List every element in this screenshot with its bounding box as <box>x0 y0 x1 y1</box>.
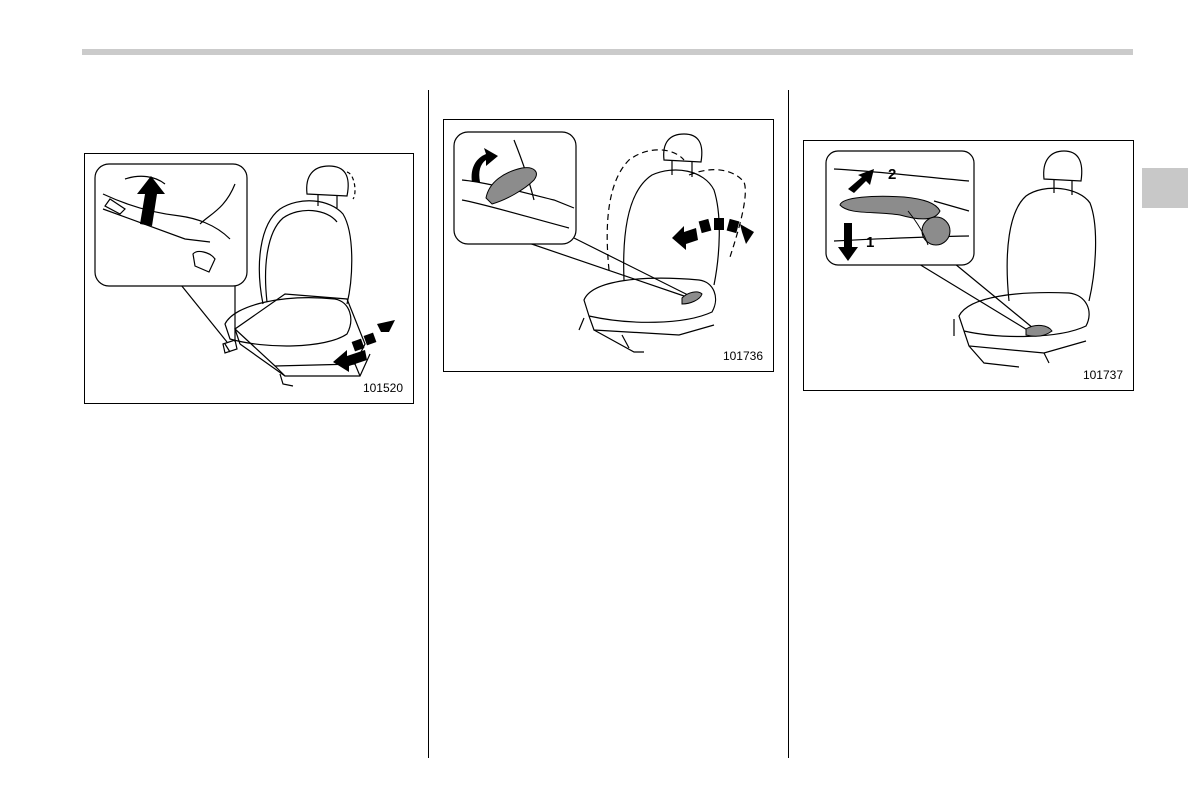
arrow-label-2: 2 <box>888 166 896 183</box>
seat-slide-illustration <box>85 154 413 403</box>
figure-code: 101736 <box>723 349 763 363</box>
arrow-label-1: 1 <box>866 234 874 251</box>
figure-code: 101520 <box>363 381 403 395</box>
seat-height-illustration: 2 1 <box>804 141 1133 390</box>
column-divider-left <box>428 90 429 758</box>
seat-height-figure: 2 1 101737 <box>803 140 1134 391</box>
column-divider-right <box>788 90 789 758</box>
top-rule <box>82 49 1133 55</box>
seatback-recline-illustration <box>444 120 773 371</box>
section-tab <box>1142 168 1188 208</box>
seat-slide-figure: 101520 <box>84 153 414 404</box>
seatback-recline-figure: 101736 <box>443 119 774 372</box>
figure-code: 101737 <box>1083 368 1123 382</box>
